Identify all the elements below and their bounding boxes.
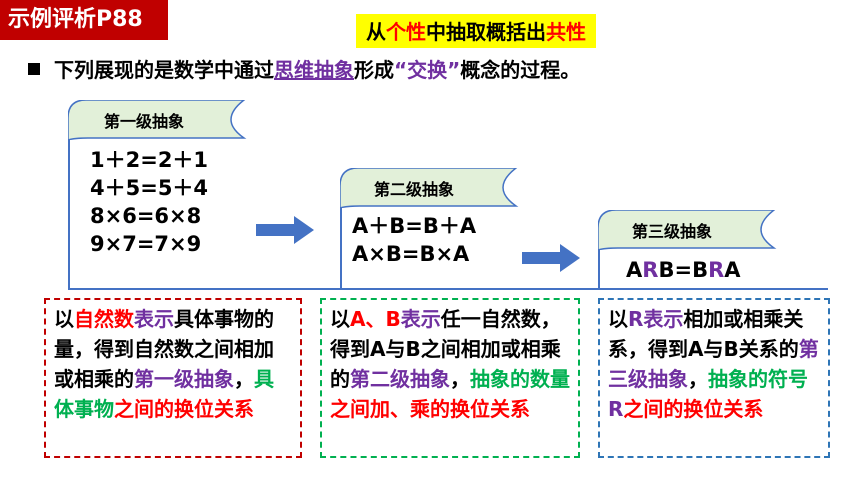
level-1-equations: 1＋2=2＋1 4＋5=5＋4 8×6=6×8 9×7=7×9 (90, 146, 208, 258)
level-2-label: 第二级抽象 (374, 180, 455, 199)
frame-line-left (68, 118, 70, 290)
level-3-label: 第三级抽象 (632, 222, 713, 241)
equation-row: A×B=B×A (352, 242, 470, 266)
level-2-equations: A＋B=B＋A A×B=B×A (352, 212, 476, 268)
box1-text-6: ， (234, 367, 254, 391)
box3-text-4: 相加或相乘关系，得到A与B关系的 (608, 307, 804, 361)
box2-text-8: 之间加、乘的换位关系 (330, 397, 530, 421)
box1-text-2: 自然数 (74, 307, 134, 331)
formula-r: R (642, 258, 659, 282)
banner-text-1: 从 (366, 20, 386, 44)
intro-line: 下列展现的是数学中通过思维抽象形成“交换”概念的过程。 (28, 54, 580, 83)
explanation-box-3: 以R表示相加或相乘关系，得到A与B关系的第三级抽象，抽象的符号R之间的换位关系 (598, 298, 830, 458)
box3-text-3: 表示 (643, 307, 684, 331)
box2-text-6: ， (450, 367, 470, 391)
box2-text-7: 抽象的数量 (470, 367, 570, 391)
box3-text-8: R (608, 397, 624, 421)
box2-text-2: A、B (350, 307, 401, 331)
banner-text-4: 共性 (546, 20, 586, 44)
frame-line-mid (340, 186, 342, 288)
banner-text-2: 个性 (386, 20, 426, 44)
formula-b: B (658, 258, 675, 282)
arrow-right-icon (256, 216, 314, 244)
box1-text-1: 以 (54, 307, 74, 331)
equation-row: 8×6=6×8 (90, 204, 202, 228)
box3-text-6: ， (688, 367, 708, 391)
formula-a: A (626, 258, 643, 282)
box3-text-1: 以 (608, 307, 628, 331)
intro-text-1: 下列展现的是数学中通过 (54, 58, 274, 82)
intro-text-2: 形成 (354, 58, 394, 82)
box3-text-7: 抽象的符号 (708, 367, 808, 391)
box3-text-9: 之间的换位关系 (623, 397, 764, 421)
intro-link[interactable]: 思维抽象 (274, 58, 354, 82)
equation-row: A＋B=B＋A (352, 214, 477, 238)
box3-text-5: 第三级抽象 (608, 337, 819, 391)
box3-text-2: R (628, 307, 644, 331)
frame-line-right (598, 228, 600, 288)
box1-text-4: 具体事物的量，得到自然数之间相加或相乘的 (54, 307, 274, 391)
arrow-right-icon (522, 244, 580, 272)
box2-text-1: 以 (330, 307, 350, 331)
level-3-formula: ARB=BRA (626, 256, 741, 284)
level-1-label: 第一级抽象 (104, 112, 185, 131)
level-1-tab (68, 100, 247, 140)
intro-text-3: “交换” (394, 58, 461, 82)
box1-text-5: 第一级抽象 (134, 367, 234, 391)
intro-text-4: 概念的过程。 (460, 58, 581, 82)
highlight-banner: 从个性中抽取概括出共性 (356, 14, 596, 48)
formula-r: R (708, 258, 725, 282)
equation-row: 1＋2=2＋1 (90, 148, 209, 172)
formula-a: A (724, 258, 741, 282)
formula-b: B (692, 258, 709, 282)
bullet-square-icon (28, 63, 40, 75)
box1-text-8: 之间的换位关系 (114, 397, 254, 421)
equation-row: 4＋5=5＋4 (90, 176, 209, 200)
box2-text-3: 表示 (400, 307, 441, 331)
equation-row: 9×7=7×9 (90, 232, 202, 256)
box1-text-7: 具体事物 (54, 367, 274, 421)
level-2-tab (340, 168, 519, 208)
explanation-box-1: 以自然数表示具体事物的量，得到自然数之间相加或相乘的第一级抽象，具体事物之间的换… (44, 298, 302, 458)
frame-line-bottom (68, 288, 828, 290)
formula-eq: = (674, 258, 693, 282)
box1-text-3: 表示 (134, 307, 174, 331)
slide-title-badge: 示例评析P88 (0, 0, 168, 40)
explanation-box-2: 以A、B表示任一自然数，得到A与B之间相加或相乘的第二级抽象，抽象的数量之间加、… (320, 298, 580, 458)
box2-text-5: 第二级抽象 (350, 367, 450, 391)
level-3-tab (598, 210, 777, 250)
box2-text-4: 任一自然数，得到A与B之间相加或相乘的 (330, 307, 561, 391)
banner-text-3: 中抽取概括出 (426, 20, 546, 44)
